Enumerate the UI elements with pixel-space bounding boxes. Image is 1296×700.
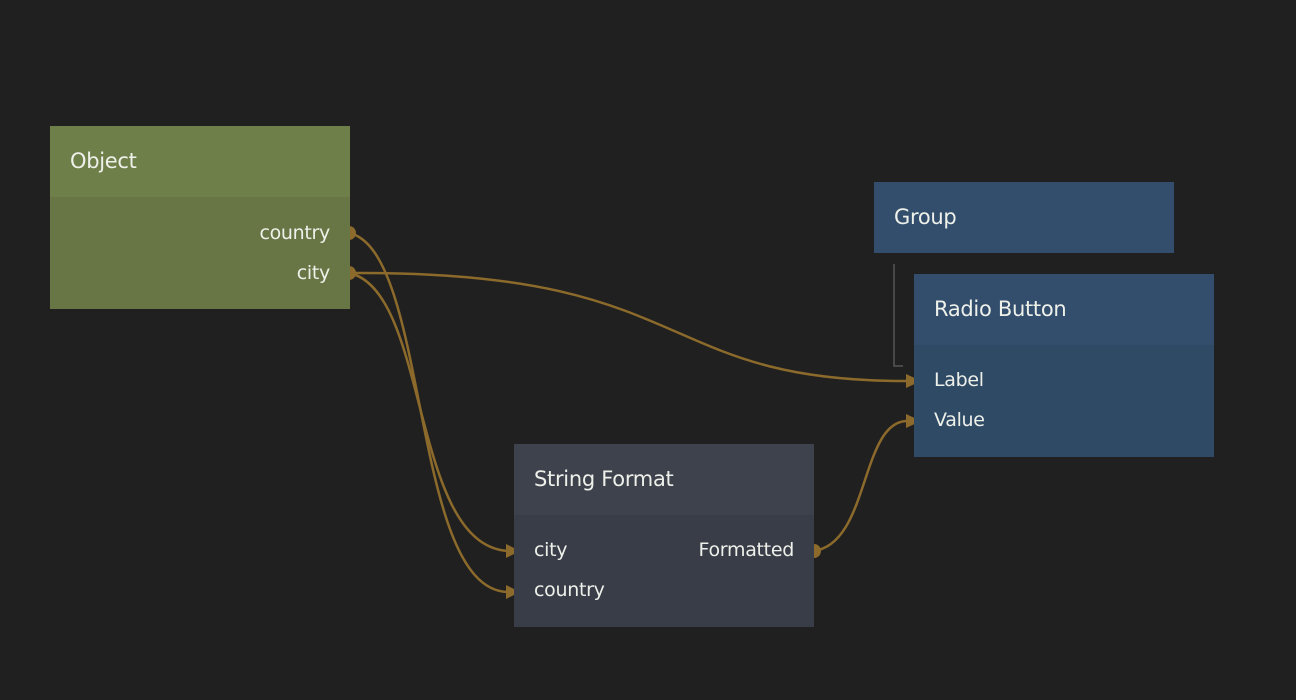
output-country[interactable]: country xyxy=(259,222,330,244)
arrow-value-in xyxy=(906,414,921,428)
wire-city-to-city[interactable] xyxy=(348,271,509,553)
input-value[interactable]: Value xyxy=(934,409,985,431)
radio-button-node[interactable]: Radio Button Label Value xyxy=(914,274,1214,457)
input-label[interactable]: Label xyxy=(934,369,984,391)
arrow-city-in xyxy=(506,544,520,558)
wire-formatted-to-value[interactable] xyxy=(812,419,909,553)
wire-city-to-label[interactable] xyxy=(348,271,909,383)
node-title: Object xyxy=(50,126,350,197)
arrow-country-in xyxy=(506,585,520,599)
node-title: Group xyxy=(874,182,1174,253)
string-format-node[interactable]: String Format city country Formatted xyxy=(514,444,814,627)
object-node[interactable]: Object country city xyxy=(50,126,350,309)
output-formatted[interactable]: Formatted xyxy=(698,539,795,561)
arrow-label-in xyxy=(906,374,921,388)
group-node[interactable]: Group xyxy=(874,182,1174,253)
input-country[interactable]: country xyxy=(534,579,605,601)
node-title: String Format xyxy=(514,444,814,515)
hierarchy-line xyxy=(893,264,903,367)
output-city[interactable]: city xyxy=(296,262,331,284)
node-title: Radio Button xyxy=(914,274,1214,345)
input-city[interactable]: city xyxy=(534,539,568,561)
